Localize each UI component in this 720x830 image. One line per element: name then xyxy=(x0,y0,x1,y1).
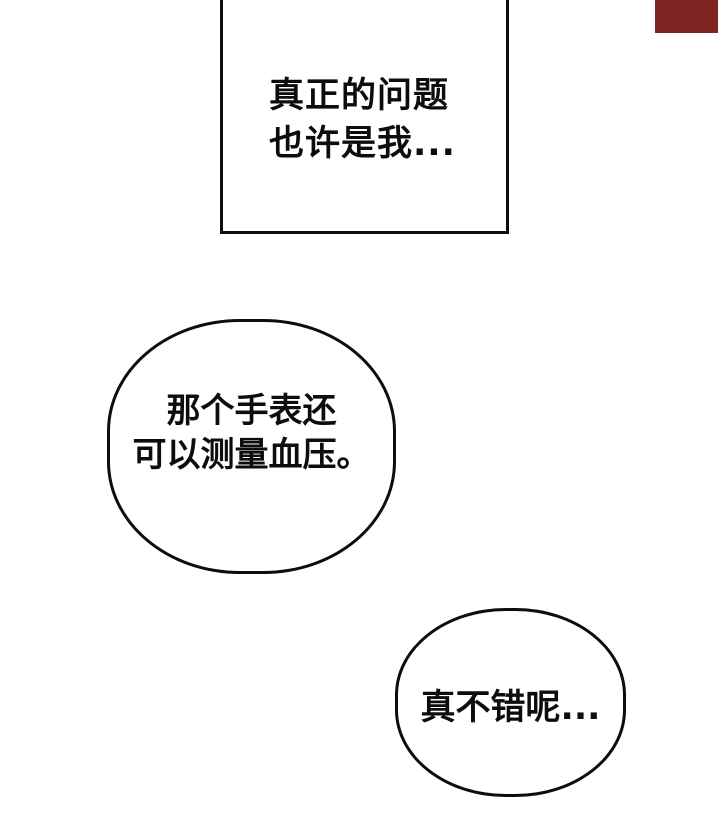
corner-color-panel xyxy=(655,0,718,33)
speech-bubble-watch: 那个手表还 可以测量血压。 xyxy=(107,319,396,574)
speech-bubble-nice-line-1: 真不错呢... xyxy=(420,687,601,728)
speech-bubble-nice: 真不错呢... xyxy=(395,608,626,797)
narration-line-2: 也许是我... xyxy=(269,124,456,164)
narration-box: 真正的问题 也许是我... xyxy=(220,0,509,234)
speech-bubble-watch-line-2: 可以测量血压。 xyxy=(132,434,371,475)
speech-bubble-watch-line-1: 那个手表还 xyxy=(166,390,337,431)
narration-line-1: 真正的问题 xyxy=(269,76,450,116)
narration-text: 真正的问题 也许是我... xyxy=(269,72,456,168)
